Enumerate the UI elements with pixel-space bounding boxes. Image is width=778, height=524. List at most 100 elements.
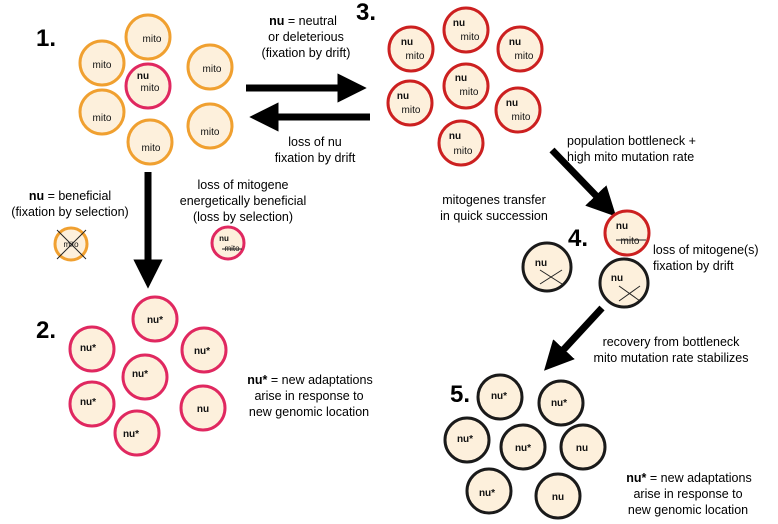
svg-text:or deleterious: or deleterious [268, 30, 344, 44]
caption-recovery: recovery from bottleneck mito mutation r… [594, 335, 749, 365]
cell-mito: mito [126, 118, 174, 166]
cell-nu-star: nu* [68, 325, 116, 373]
cell-nu-star: nu* [476, 373, 524, 421]
svg-text:nu: nu [506, 98, 518, 109]
svg-text:recovery from bottleneck: recovery from bottleneck [603, 335, 741, 349]
cell-lost-mito: mito [53, 226, 89, 262]
cell-mito: mito [78, 88, 126, 136]
cell-nu-star: nu* [131, 295, 179, 343]
cell-mito: mito [186, 43, 234, 91]
step-number-1: 1. [36, 25, 56, 52]
svg-text:nu*: nu* [194, 346, 210, 357]
cell-nu-mito: nu mito [494, 86, 542, 134]
cell-nu-star: nu* [180, 326, 228, 374]
svg-text:nu: nu [611, 273, 623, 284]
caption-new-adaptations-2: nu* = new adaptations arise in response … [247, 373, 372, 419]
svg-text:loss of mitogene(s): loss of mitogene(s) [653, 243, 759, 257]
svg-text:nu: nu [219, 234, 229, 243]
arrow-4-to-5 [544, 305, 605, 371]
svg-text:nu*: nu* [132, 369, 148, 380]
caption-beneficial: nu = beneficial (fixation by selection) [11, 189, 128, 219]
cell-nu-star: nu* [499, 423, 547, 471]
svg-text:fixation by drift: fixation by drift [275, 151, 356, 165]
step-number-3: 3. [356, 0, 376, 26]
svg-text:mito: mito [141, 83, 160, 94]
svg-text:fixation by drift: fixation by drift [653, 259, 734, 273]
svg-text:mito: mito [143, 34, 162, 45]
svg-text:nu*: nu* [80, 397, 96, 408]
svg-text:mito: mito [454, 146, 473, 157]
caption-transfer: mitogenes transfer in quick succession [440, 193, 548, 223]
svg-text:nu*: nu* [123, 429, 139, 440]
svg-text:nu*: nu* [147, 315, 163, 326]
svg-text:nu: nu [197, 404, 209, 415]
svg-text:nu*: nu* [457, 434, 473, 445]
svg-text:mito: mito [512, 112, 531, 123]
step-number-4: 4. [568, 225, 588, 252]
cell-nu: nu [559, 423, 607, 471]
svg-text:loss of mitogene: loss of mitogene [197, 178, 288, 192]
svg-text:nu: nu [616, 221, 628, 232]
cell-nu-mito: nu mito [386, 79, 434, 127]
svg-text:arise in response to: arise in response to [254, 389, 363, 403]
svg-text:nu: nu [137, 71, 149, 82]
svg-text:mito: mito [93, 113, 112, 124]
svg-text:nu* = new adaptations: nu* = new adaptations [626, 471, 751, 485]
svg-text:mito: mito [406, 51, 425, 62]
svg-text:(loss by selection): (loss by selection) [193, 210, 293, 224]
svg-text:nu* = new adaptations: nu* = new adaptations [247, 373, 372, 387]
svg-text:mito: mito [461, 32, 480, 43]
svg-text:nu*: nu* [80, 343, 96, 354]
cell-mito: mito [186, 102, 234, 150]
caption-neutral: nu = neutral or deleterious (fixation by… [262, 14, 351, 60]
cell-nu-mito: nu mito [442, 6, 490, 54]
cell-nu: nu [179, 384, 227, 432]
svg-text:nu*: nu* [515, 443, 531, 454]
step-number-2: 2. [36, 317, 56, 344]
cell-mito: mito [78, 39, 126, 87]
caption-new-adaptations-5: nu* = new adaptations arise in response … [626, 471, 751, 517]
cell-nu-star: nu* [443, 416, 491, 464]
svg-text:nu = beneficial: nu = beneficial [29, 189, 111, 203]
svg-text:new genomic location: new genomic location [628, 503, 748, 517]
svg-text:nu: nu [453, 18, 465, 29]
svg-text:(fixation by selection): (fixation by selection) [11, 205, 128, 219]
cell-nu-star: nu* [537, 379, 585, 427]
cell-nu-star: nu* [68, 380, 116, 428]
svg-text:nu: nu [455, 73, 467, 84]
svg-text:mito: mito [203, 64, 222, 75]
svg-text:nu*: nu* [479, 488, 495, 499]
svg-text:high mito mutation rate: high mito mutation rate [567, 150, 694, 164]
cell-nu-mito: nu mito [442, 62, 490, 110]
svg-text:mito: mito [460, 87, 479, 98]
step-number-5: 5. [450, 381, 470, 408]
caption-loss-mitogene: loss of mitogene energetically beneficia… [180, 178, 306, 224]
svg-text:new genomic location: new genomic location [249, 405, 369, 419]
svg-text:mito: mito [142, 143, 161, 154]
arrow-3-to-4 [549, 147, 617, 217]
svg-text:nu: nu [509, 37, 521, 48]
cell-nu-star: nu* [121, 353, 169, 401]
cell-mito: mito [124, 13, 172, 61]
cell-nu-star: nu* [113, 409, 161, 457]
svg-text:nu = neutral: nu = neutral [269, 14, 337, 28]
svg-text:mito: mito [402, 105, 421, 116]
svg-text:mito: mito [201, 127, 220, 138]
svg-text:nu: nu [535, 258, 547, 269]
cell-nu: nu [534, 472, 582, 520]
cell-nu-lost-mito: nu mito [210, 225, 246, 261]
caption-loss-nu: loss of nu fixation by drift [275, 135, 356, 165]
svg-text:mito: mito [515, 51, 534, 62]
svg-text:mitogenes transfer: mitogenes transfer [442, 193, 546, 207]
caption-bottleneck: population bottleneck + high mito mutati… [567, 134, 696, 164]
svg-text:(fixation by drift): (fixation by drift) [262, 46, 351, 60]
svg-text:nu*: nu* [551, 398, 567, 409]
svg-text:in quick succession: in quick succession [440, 209, 548, 223]
cell-nu-lost: nu [598, 257, 650, 309]
svg-text:mito: mito [621, 236, 640, 247]
svg-text:nu: nu [576, 443, 588, 454]
svg-text:mito mutation rate stabilizes: mito mutation rate stabilizes [594, 351, 749, 365]
cell-nu: nu mito [124, 62, 172, 110]
cell-nu-mito: nu mito [437, 119, 485, 167]
